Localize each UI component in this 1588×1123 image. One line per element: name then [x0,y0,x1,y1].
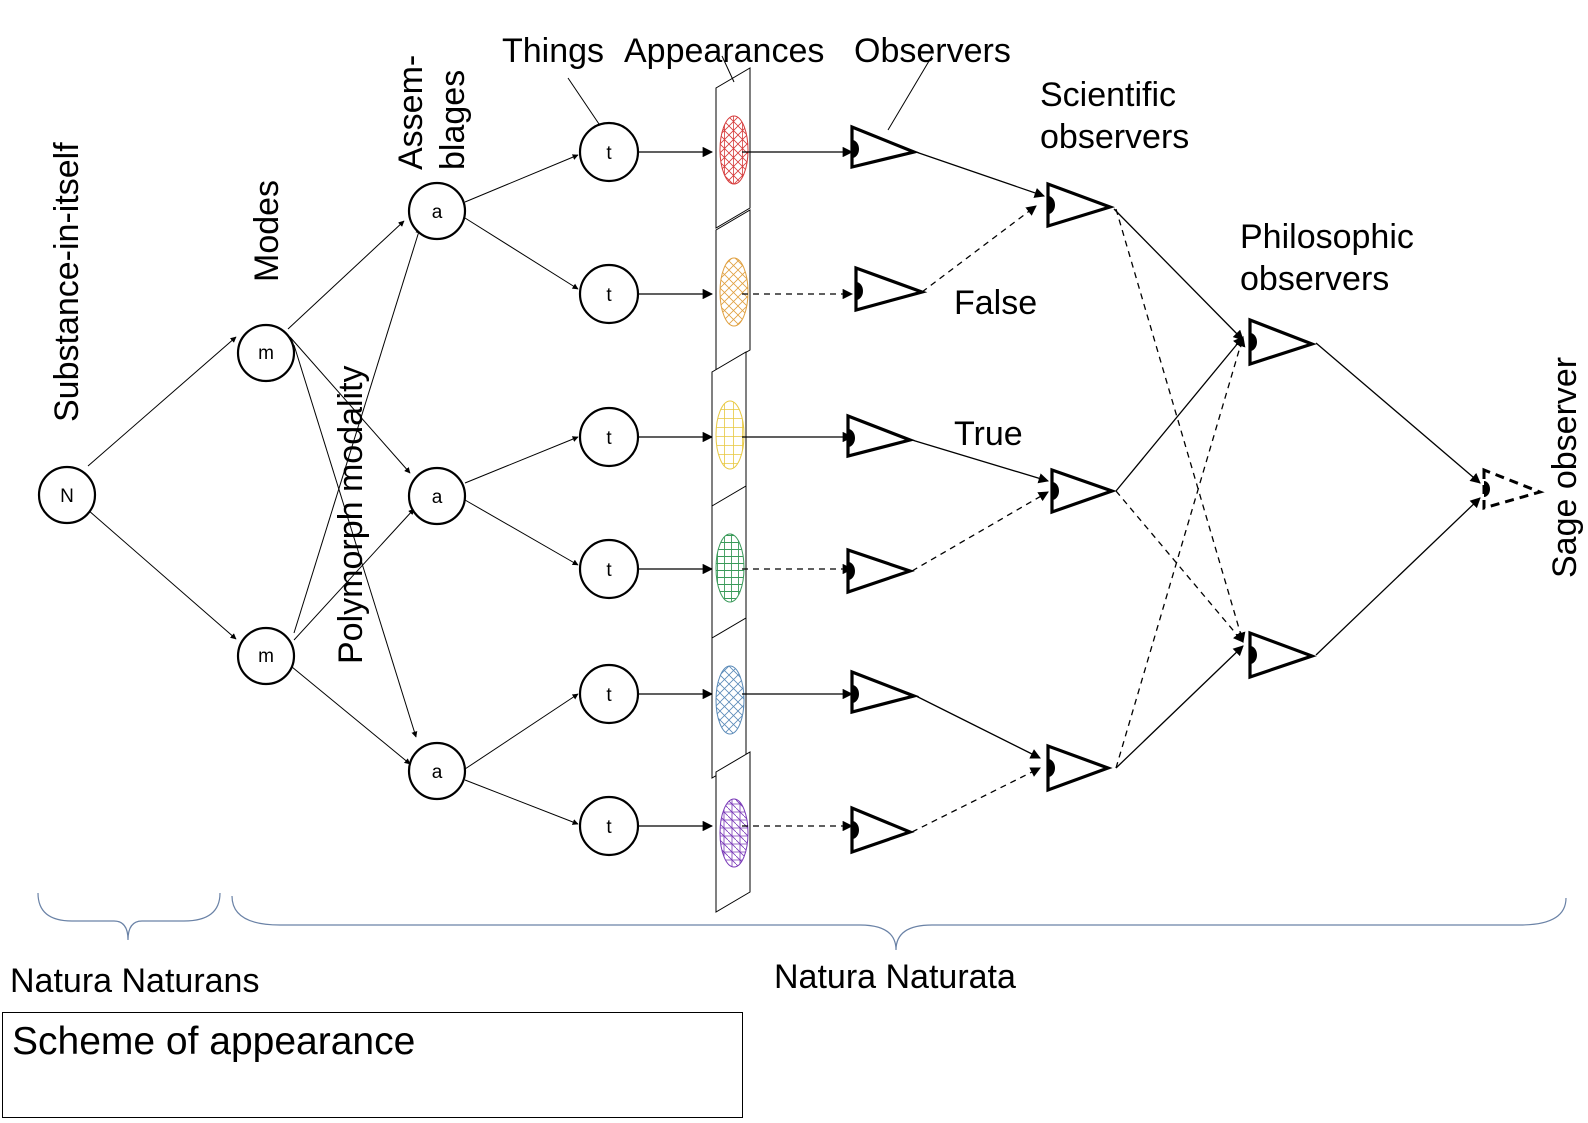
node-substance: N [37,465,97,525]
assemblages-label-line1: Assem- [392,55,430,170]
eye-icon [850,124,920,170]
appearance-image-1 [719,115,749,185]
header-leaders [567,55,933,131]
modes-label: Modes [248,180,286,282]
node-label: m [258,646,274,667]
node-assemblage-3: a [407,741,467,801]
true-label: True [954,415,1023,453]
node-label: a [432,202,443,223]
edges-modes-assemblages [287,220,422,765]
edges-assemblages-things [464,154,579,825]
false-label: False [954,284,1037,322]
node-label: t [606,560,612,581]
eye-icon [846,413,916,459]
appearance-panels [711,67,751,913]
node-thing-4: t [578,538,640,600]
eye-icon [854,265,928,313]
appearance-images [715,115,749,868]
node-thing-3: t [578,406,640,468]
philosophic-label-line1: Philosophic [1240,218,1414,256]
node-label: t [606,285,612,306]
philosophic-observers [1248,317,1317,680]
natura-naturata-label: Natura Naturata [774,958,1016,996]
natura-naturata-brace [231,895,1567,951]
appearance-image-6 [719,798,749,868]
node-thing-5: t [578,663,640,725]
eye-icon [850,669,920,715]
node-thing-2: t [578,263,640,325]
eye-icon [850,805,915,855]
eye-icon [1046,743,1113,793]
assemblages-label-line2: blages [434,70,472,170]
edges-things-appearances [638,146,714,832]
observers-column [846,124,928,855]
observers-label: Observers [854,32,1011,70]
node-label: a [432,487,443,508]
natura-naturans-brace [37,892,221,941]
node-label: m [258,343,274,364]
appearance-image-5 [715,665,745,735]
node-assemblage-2: a [407,466,467,526]
node-label: t [606,428,612,449]
eye-icon [1248,630,1317,680]
things-label: Things [502,32,604,70]
scientific-observers [1046,181,1117,793]
appearances-label: Appearances [624,32,824,70]
node-thing-6: t [578,795,640,857]
appearance-image-3 [715,400,745,470]
caption-text: Scheme of appearance [12,1020,416,1063]
dashed-eye-icon [1482,467,1545,510]
substance-label: Substance-in-itself [48,142,86,422]
eye-icon [846,547,915,595]
node-assemblage-1: a [407,181,467,241]
node-label: t [606,817,612,838]
appearance-image-4 [715,533,745,603]
node-label: N [60,486,74,507]
eye-icon [1046,181,1115,229]
edges-appearances-observers [742,146,854,832]
node-label: a [432,762,443,783]
edges-scientific-philosophic [1113,208,1246,769]
node-label: t [606,143,612,164]
node-label: t [606,685,612,706]
appearance-scheme-diagram: N m m a a a t t t t t t [10,32,1584,1000]
philosophic-label-line2: observers [1240,260,1389,298]
node-mode-2: m [236,626,296,686]
edges-observers-scientific [911,151,1049,833]
scientific-label-line1: Scientific [1040,76,1176,114]
appearance-image-2 [719,257,749,327]
edges-substance-modes [87,336,237,640]
natura-naturans-label: Natura Naturans [10,962,259,1000]
caption-box: Scheme of appearance [2,1012,743,1118]
node-thing-1: t [578,121,640,183]
edges-philosophic-sage [1315,342,1481,656]
node-mode-1: m [236,323,296,383]
eye-icon [1050,467,1117,515]
polymorph-label: Polymorph modality [332,365,370,664]
eye-icon [1248,317,1317,367]
sage-label: Sage observer [1546,357,1584,578]
scientific-label-line2: observers [1040,118,1189,156]
